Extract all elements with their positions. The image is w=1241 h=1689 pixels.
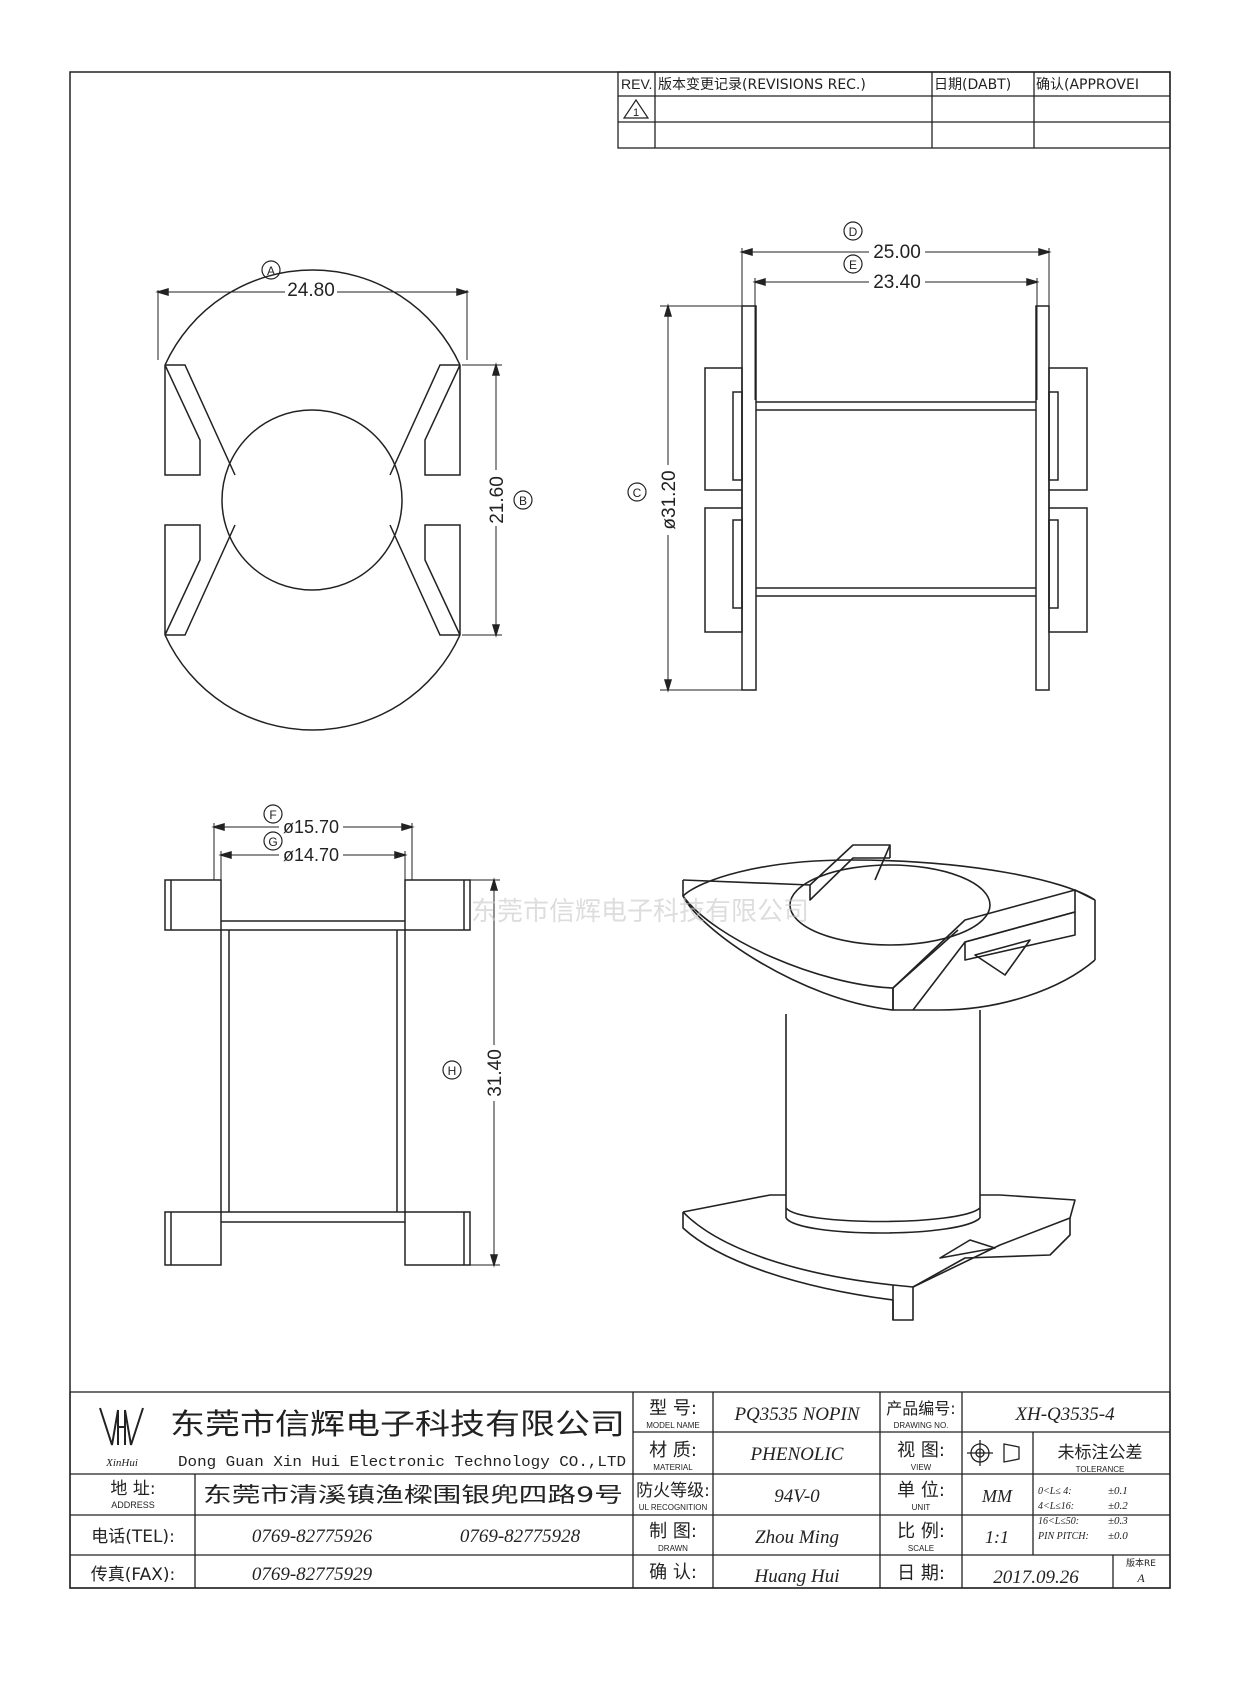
model-value: PQ3535 NOPIN xyxy=(733,1404,860,1425)
rev-header: REV. xyxy=(621,76,652,92)
version-label: 版本RE xyxy=(1126,1557,1156,1569)
front-height-dimension: 31.40 xyxy=(485,1049,506,1097)
marker-e: E xyxy=(849,258,857,272)
tolerance-range: 4<L≤16: xyxy=(1038,1501,1074,1512)
material-label: 材 质: xyxy=(649,1440,697,1461)
title-block-grid xyxy=(69,1391,1171,1589)
marker-h-circle xyxy=(442,1060,462,1080)
top-height-dimension: 21.60 xyxy=(487,476,508,524)
marker-d: D xyxy=(849,225,858,239)
tolerance-range: 16<L≤50: xyxy=(1038,1516,1079,1527)
confirm-label: 确 认: xyxy=(649,1562,697,1583)
company-name-en: Dong Guan Xin Hui Electronic Technology … xyxy=(178,1454,626,1471)
address-label: 地 址: xyxy=(110,1479,155,1499)
drawing-no-label-en: DRAWING NO. xyxy=(894,1421,949,1430)
marker-h: H xyxy=(448,1064,457,1078)
marker-a: A xyxy=(267,264,275,278)
unit-label: 单 位: xyxy=(897,1480,945,1501)
version-value: A xyxy=(1136,1571,1145,1585)
fax-label: 传真(FAX): xyxy=(91,1565,176,1585)
watermark: 东莞市信辉电子科技有限公司 xyxy=(471,897,809,927)
fire-rating-value: 94V-0 xyxy=(774,1486,820,1507)
tel-value-1: 0769-82775926 xyxy=(252,1526,373,1547)
marker-b-circle xyxy=(513,490,533,510)
front-view xyxy=(164,822,500,1268)
sheet-border xyxy=(69,71,1171,1589)
tolerance-value: ±0.3 xyxy=(1108,1515,1128,1527)
marker-e-circle xyxy=(843,254,863,274)
tolerance-title: 未标注公差 xyxy=(1058,1443,1143,1463)
scale-label-en: SCALE xyxy=(908,1544,934,1553)
fire-rating-label: 防火等级: xyxy=(636,1481,710,1501)
drawing-no-label: 产品编号: xyxy=(886,1399,955,1418)
tolerance-range: 0<L≤ 4: xyxy=(1038,1486,1072,1497)
side-height-dimension: ø31.20 xyxy=(659,470,680,529)
marker-a-circle xyxy=(261,260,281,280)
marker-g-circle xyxy=(263,831,283,851)
confirm-value: Huang Hui xyxy=(754,1566,840,1587)
side-outer-width-dimension: 25.00 xyxy=(873,242,921,263)
drawn-value: Zhou Ming xyxy=(755,1527,839,1548)
front-core-dia-dimension: ø14.70 xyxy=(283,845,339,865)
front-flange-dia-dimension: ø15.70 xyxy=(283,817,339,837)
marker-d-circle xyxy=(843,221,863,241)
top-view xyxy=(155,269,502,731)
material-value: PHENOLIC xyxy=(750,1444,844,1465)
marker-c-circle xyxy=(627,482,647,502)
marker-b: B xyxy=(519,494,527,508)
marker-f-circle xyxy=(263,804,283,824)
side-inner-width-dimension: 23.40 xyxy=(873,272,921,293)
material-label-en: MATERIAL xyxy=(653,1463,693,1472)
scale-label: 比 例: xyxy=(897,1521,945,1542)
date-label: 日 期: xyxy=(897,1563,945,1584)
unit-label-en: UNIT xyxy=(912,1503,931,1512)
isometric-view xyxy=(682,844,1096,1321)
view-label-en: VIEW xyxy=(911,1463,932,1472)
tel-label: 电话(TEL): xyxy=(91,1527,175,1547)
projection-symbol-icon xyxy=(967,1440,1020,1466)
view-label: 视 图: xyxy=(897,1440,945,1461)
date-value: 2017.09.26 xyxy=(993,1567,1079,1588)
tolerance-range: PIN PITCH: xyxy=(1037,1531,1089,1542)
drawing-no-value: XH-Q3535-4 xyxy=(1014,1404,1115,1425)
marker-g: G xyxy=(268,835,277,849)
drawn-label: 制 图: xyxy=(649,1521,697,1542)
marker-c: C xyxy=(633,486,642,500)
rev-number: 1 xyxy=(633,107,639,119)
approve-header: 确认(APPROVEI xyxy=(1036,77,1139,93)
tolerance-table: 0<L≤ 4: ±0.1 4<L≤16: ±0.2 16<L≤50: ±0.3 … xyxy=(1037,1485,1128,1542)
tel-value-2: 0769-82775928 xyxy=(460,1526,581,1547)
scale-value: 1:1 xyxy=(985,1527,1009,1547)
address-value: 东莞市清溪镇渔樑围银兜四路9号 xyxy=(203,1483,623,1507)
company-name-cn: 东莞市信辉电子科技有限公司 xyxy=(170,1407,625,1441)
marker-f: F xyxy=(269,808,276,822)
unit-value: MM xyxy=(981,1486,1013,1506)
drawn-label-en: DRAWN xyxy=(658,1544,688,1553)
tolerance-title-en: TOLERANCE xyxy=(1076,1465,1125,1474)
top-width-dimension: 24.80 xyxy=(287,280,335,301)
tolerance-value: ±0.2 xyxy=(1108,1500,1128,1512)
date-header: 日期(DABT) xyxy=(934,77,1011,93)
rev-triangle-icon: 1 xyxy=(622,98,650,119)
revision-table xyxy=(617,71,1171,149)
fire-rating-label-en: UL RECOGNITION xyxy=(639,1503,708,1512)
tolerance-value: ±0.0 xyxy=(1108,1530,1128,1542)
logo-text: XinHui xyxy=(105,1457,138,1469)
address-label-en: ADDRESS xyxy=(111,1500,155,1510)
company-logo xyxy=(99,1407,144,1446)
fax-value: 0769-82775929 xyxy=(252,1564,373,1585)
model-label: 型 号: xyxy=(649,1398,697,1419)
revision-record-header: 版本变更记录(REVISIONS REC.) xyxy=(658,77,866,93)
tolerance-value: ±0.1 xyxy=(1108,1485,1128,1497)
side-view xyxy=(660,247,1088,693)
model-label-en: MODEL NAME xyxy=(646,1421,700,1430)
